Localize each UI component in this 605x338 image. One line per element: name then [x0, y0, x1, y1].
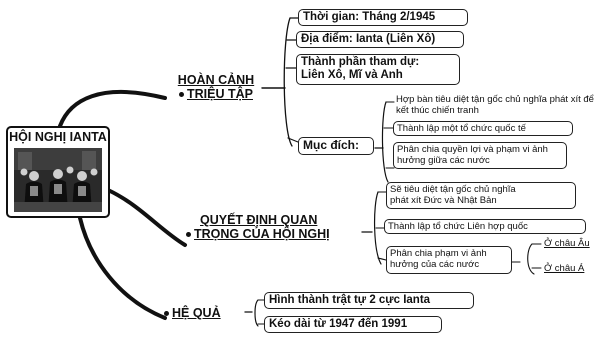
- item-purpose-label: Mục đích:: [298, 137, 374, 155]
- decision-destroy-line2: phát xít Đức và Nhật Bản: [390, 195, 572, 206]
- decision-un: Thành lập tổ chức Liên hợp quốc: [384, 219, 586, 234]
- yalta-conference-photo: [14, 148, 102, 212]
- bullet-dot: [164, 311, 169, 316]
- decision-destroy-line1: Sẽ tiêu diệt tận gốc chủ nghĩa: [390, 184, 572, 195]
- branch-he-qua-label: HỆ QUẢ: [172, 306, 221, 320]
- branch-hoan-canh-line2: TRIỆU TẬP: [187, 87, 253, 101]
- region-asia: Ở châu Á: [541, 262, 603, 275]
- connector-center-he-qua: [80, 218, 165, 318]
- branch-quyet-dinh: QUYẾT ĐỊNH QUAN TRỌNG CỦA HỘI NGHỊ: [186, 213, 366, 241]
- item-place: Địa điểm: Ianta (Liên Xô): [296, 31, 464, 48]
- connector-hoan-canh-vertical: [284, 18, 292, 146]
- branch-he-qua: HỆ QUẢ: [164, 306, 248, 320]
- decision-divide-line2: hưởng của các nước: [390, 259, 508, 270]
- branch-hoan-canh: HOÀN CẢNH TRIỆU TẬP: [166, 73, 266, 101]
- branch-hoan-canh-line1: HOÀN CẢNH: [166, 73, 266, 87]
- branch-quyet-dinh-line2: TRỌNG CỦA HỘI NGHỊ: [194, 227, 330, 241]
- photo-illustration: [14, 148, 102, 212]
- purpose-2: Thành lập một tổ chức quốc tế: [393, 121, 573, 136]
- result-duration: Kéo dài từ 1947 đến 1991: [264, 316, 442, 333]
- purpose-1: Hợp bàn tiêu diệt tận gốc chủ nghĩa phát…: [393, 93, 599, 117]
- connector-center-hoan-canh: [60, 92, 165, 126]
- item-time: Thời gian: Tháng 2/1945: [298, 9, 468, 26]
- item-participants-line1: Thành phần tham dự:: [301, 56, 455, 69]
- branch-quyet-dinh-line2-wrap: TRỌNG CỦA HỘI NGHỊ: [186, 227, 366, 241]
- item-participants-line2: Liên Xô, Mĩ và Anh: [301, 69, 455, 82]
- bullet-dot: [179, 92, 184, 97]
- branch-quyet-dinh-line1: QUYẾT ĐỊNH QUAN: [186, 213, 366, 227]
- center-node: HỘI NGHỊ IANTA: [6, 126, 110, 218]
- decision-divide: Phân chia phạm vi ảnh hưởng của các nước: [386, 246, 512, 274]
- branch-hoan-canh-line2-wrap: TRIỆU TẬP: [166, 87, 266, 101]
- region-europe: Ở châu Âu: [541, 237, 603, 250]
- item-participants: Thành phần tham dự: Liên Xô, Mĩ và Anh: [296, 54, 460, 85]
- connector-center-quyet-dinh: [108, 190, 185, 245]
- result-bipolar-order: Hình thành trật tự 2 cực Ianta: [264, 292, 474, 309]
- bullet-dot: [186, 232, 191, 237]
- decision-divide-line1: Phân chia phạm vi ảnh: [390, 248, 508, 259]
- purpose-3: Phân chia quyền lợi và phạm vi ảnh hưởng…: [393, 142, 567, 169]
- center-title: HỘI NGHỊ IANTA: [8, 130, 108, 144]
- decision-destroy: Sẽ tiêu diệt tận gốc chủ nghĩa phát xít …: [386, 182, 576, 209]
